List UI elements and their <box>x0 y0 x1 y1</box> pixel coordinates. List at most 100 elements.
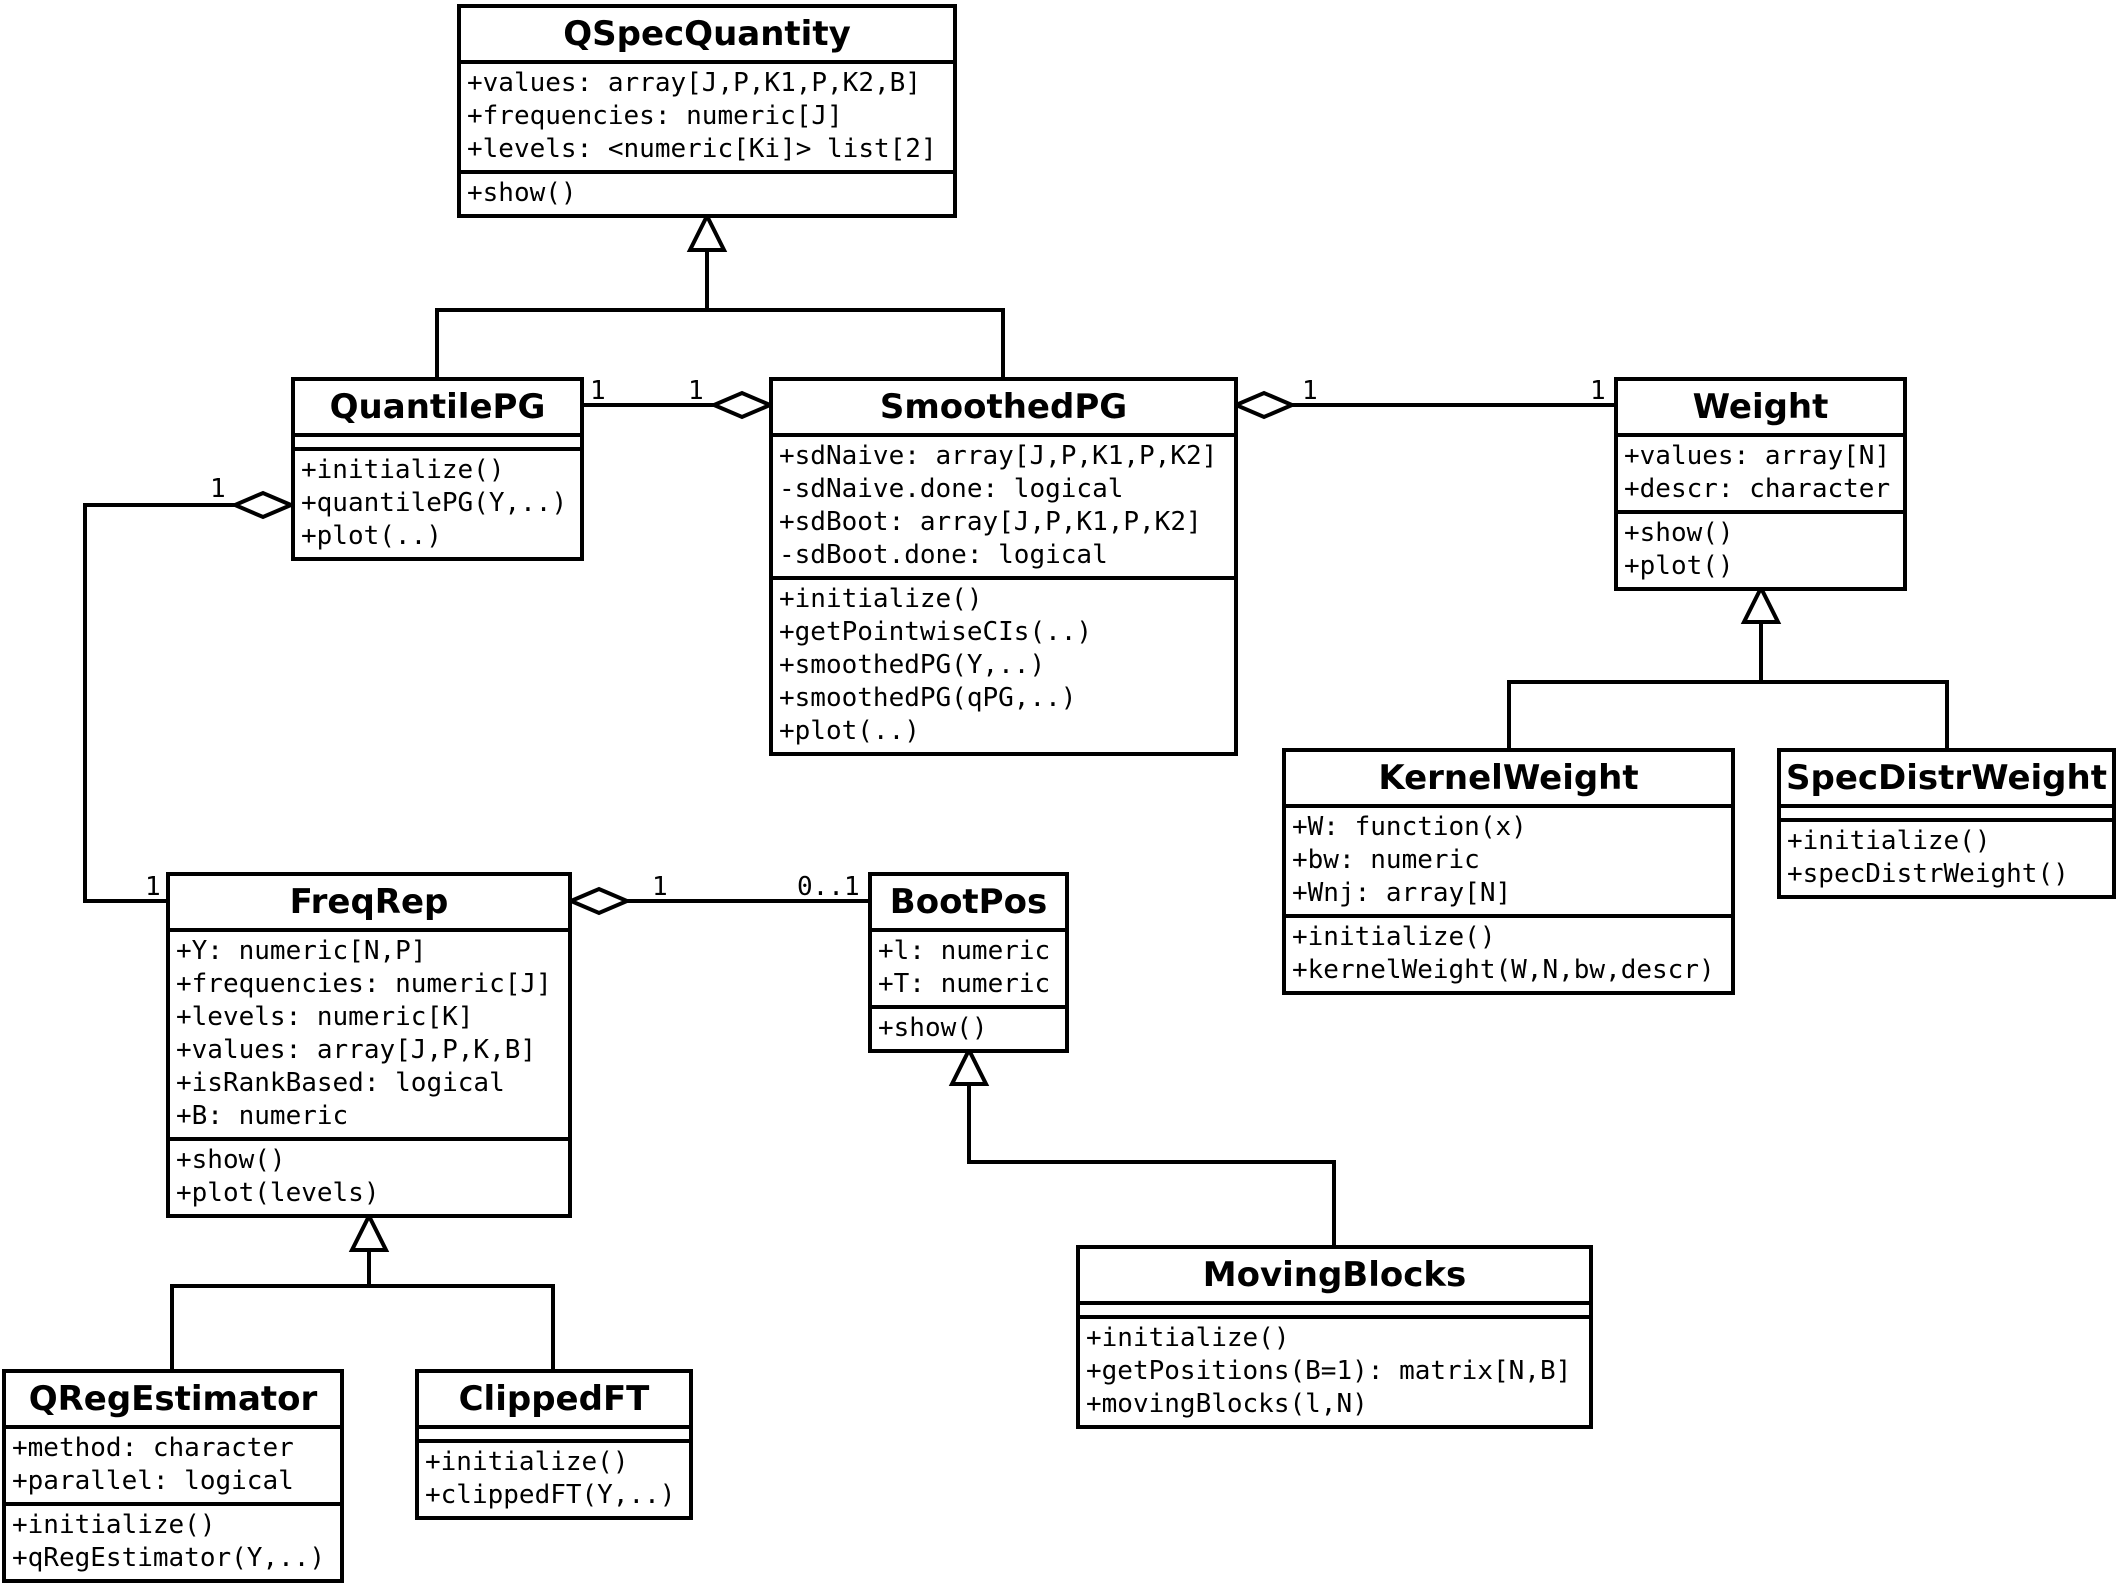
class-attribute: +sdBoot: array[J,P,K1,P,K2] <box>779 507 1202 537</box>
class-name: SmoothedPG <box>879 387 1128 427</box>
class-method: +plot(levels) <box>176 1178 380 1208</box>
class-attribute: +values: array[J,P,K1,P,K2,B] <box>467 68 921 98</box>
class-movingblocks: MovingBlocks +initialize()+getPositions(… <box>1076 1245 1593 1429</box>
multiplicity-smoothedpg-weight-side: 1 <box>1302 376 1318 406</box>
class-specdistrweight: SpecDistrWeight +initialize()+specDistrW… <box>1777 748 2116 899</box>
aggregation-diamond-freqrep <box>565 886 633 916</box>
class-qregestimator: QRegEstimator +method: character+paralle… <box>2 1369 344 1583</box>
class-clippedft: ClippedFT +initialize()+clippedFT(Y,..) <box>415 1369 693 1520</box>
class-attribute: +values: array[J,P,K,B] <box>176 1035 537 1065</box>
class-name: SpecDistrWeight <box>1786 758 2107 798</box>
class-method: +kernelWeight(W,N,bw,descr) <box>1292 955 1715 985</box>
multiplicity-freqrep-bootpos-left: 1 <box>652 872 668 902</box>
inheritance-line-quantilepg <box>435 250 709 377</box>
class-attribute: +levels: <numeric[Ki]> list[2] <box>467 134 937 164</box>
class-method: +plot(..) <box>779 716 920 746</box>
class-attribute: +descr: character <box>1624 474 1891 504</box>
class-attributes <box>419 1425 689 1439</box>
multiplicity-weight-side: 1 <box>1590 376 1606 406</box>
class-bootpos: BootPos +l: numeric+T: numeric +show() <box>868 872 1069 1053</box>
class-attribute: +bw: numeric <box>1292 845 1480 875</box>
class-method: +initialize() <box>1292 922 1496 952</box>
class-method: +getPointwiseCIs(..) <box>779 617 1093 647</box>
inheritance-arrow-bootpos <box>948 1045 990 1086</box>
class-methods: +show()+plot(levels) <box>170 1137 568 1214</box>
aggregation-diamond-smoothedpg-weight <box>1230 390 1298 420</box>
class-name: QuantilePG <box>329 387 546 427</box>
class-method: +initialize() <box>12 1510 216 1540</box>
inheritance-line-specdistrweight <box>1761 680 1949 748</box>
class-attribute: +sdNaive: array[J,P,K1,P,K2] <box>779 441 1218 471</box>
aggregation-line-quantilepg-freqrep <box>83 503 235 903</box>
class-attribute: +Wnj: array[N] <box>1292 878 1512 908</box>
class-attribute: -sdNaive.done: logical <box>779 474 1124 504</box>
class-kernelweight: KernelWeight +W: function(x)+bw: numeric… <box>1282 748 1735 995</box>
inheritance-arrow-weight <box>1740 583 1782 624</box>
class-attribute: -sdBoot.done: logical <box>779 540 1108 570</box>
inheritance-arrow-qspecquantity <box>686 211 728 252</box>
multiplicity-freqrep-bootpos-right: 0..1 <box>797 872 860 902</box>
class-method: +show() <box>878 1013 988 1043</box>
class-attributes: +method: character+parallel: logical <box>6 1425 340 1502</box>
aggregation-diamond-smoothedpg <box>708 390 776 420</box>
multiplicity-smoothedpg-side: 1 <box>688 376 704 406</box>
class-methods: +initialize()+getPointwiseCIs(..)+smooth… <box>773 576 1234 752</box>
class-method: +getPositions(B=1): matrix[N,B] <box>1086 1356 1572 1386</box>
class-name: KernelWeight <box>1378 758 1639 798</box>
class-attributes <box>1080 1301 1589 1315</box>
class-method: +show() <box>176 1145 286 1175</box>
class-method: +qRegEstimator(Y,..) <box>12 1543 326 1573</box>
multiplicity-quantilepg-freqrep-top: 1 <box>210 474 226 504</box>
class-method: +initialize() <box>779 584 983 614</box>
class-attribute: +levels: numeric[K] <box>176 1002 474 1032</box>
class-methods: +initialize()+specDistrWeight() <box>1781 818 2112 895</box>
class-attribute: +frequencies: numeric[J] <box>176 969 552 999</box>
class-attributes: +values: array[J,P,K1,P,K2,B]+frequencie… <box>461 60 953 170</box>
class-qspecquantity: QSpecQuantity +values: array[J,P,K1,P,K2… <box>457 4 957 218</box>
class-methods: +show() <box>461 170 953 214</box>
class-method: +initialize() <box>301 455 505 485</box>
class-attributes: +sdNaive: array[J,P,K1,P,K2]-sdNaive.don… <box>773 433 1234 576</box>
class-method: +show() <box>1624 518 1734 548</box>
class-attributes: +l: numeric+T: numeric <box>872 928 1065 1005</box>
class-methods: +initialize()+qRegEstimator(Y,..) <box>6 1502 340 1579</box>
class-method: +initialize() <box>1787 826 1991 856</box>
class-methods: +initialize()+clippedFT(Y,..) <box>419 1439 689 1516</box>
class-method: +smoothedPG(Y,..) <box>779 650 1046 680</box>
class-attribute: +Y: numeric[N,P] <box>176 936 427 966</box>
class-attributes <box>295 433 580 447</box>
class-methods: +initialize()+quantilePG(Y,..)+plot(..) <box>295 447 580 557</box>
class-attribute: +isRankBased: logical <box>176 1068 505 1098</box>
class-quantilepg: QuantilePG +initialize()+quantilePG(Y,..… <box>291 377 584 561</box>
class-method: +specDistrWeight() <box>1787 859 2069 889</box>
inheritance-line-qregestimator <box>170 1250 371 1369</box>
class-attributes: +W: function(x)+bw: numeric+Wnj: array[N… <box>1286 804 1731 914</box>
class-attributes <box>1781 804 2112 818</box>
inheritance-line-movingblocks <box>967 1084 1336 1245</box>
class-method: +quantilePG(Y,..) <box>301 488 568 518</box>
multiplicity-quantilepg-freqrep-bottom: 1 <box>145 872 161 902</box>
class-name: QRegEstimator <box>28 1379 318 1419</box>
class-name: MovingBlocks <box>1202 1255 1467 1295</box>
class-methods: +initialize()+kernelWeight(W,N,bw,descr) <box>1286 914 1731 991</box>
class-attribute: +B: numeric <box>176 1101 349 1131</box>
class-freqrep: FreqRep +Y: numeric[N,P]+frequencies: nu… <box>166 872 572 1218</box>
class-method: +show() <box>467 178 577 208</box>
class-method: +movingBlocks(l,N) <box>1086 1389 1368 1419</box>
class-attribute: +W: function(x) <box>1292 812 1527 842</box>
class-name: FreqRep <box>289 882 449 922</box>
class-methods: +show() <box>872 1005 1065 1049</box>
class-attribute: +parallel: logical <box>12 1466 294 1496</box>
class-attributes: +values: array[N]+descr: character <box>1618 433 1903 510</box>
class-methods: +show()+plot() <box>1618 510 1903 587</box>
class-smoothedpg: SmoothedPG +sdNaive: array[J,P,K1,P,K2]-… <box>769 377 1238 756</box>
class-name: ClippedFT <box>458 1379 650 1419</box>
class-attributes: +Y: numeric[N,P]+frequencies: numeric[J]… <box>170 928 568 1137</box>
inheritance-line-kernelweight <box>1507 622 1763 748</box>
class-attribute: +T: numeric <box>878 969 1051 999</box>
class-attribute: +frequencies: numeric[J] <box>467 101 843 131</box>
class-methods: +initialize()+getPositions(B=1): matrix[… <box>1080 1315 1589 1425</box>
class-attribute: +method: character <box>12 1433 294 1463</box>
class-name: BootPos <box>889 882 1048 922</box>
inheritance-line-smoothedpg <box>707 308 1005 377</box>
